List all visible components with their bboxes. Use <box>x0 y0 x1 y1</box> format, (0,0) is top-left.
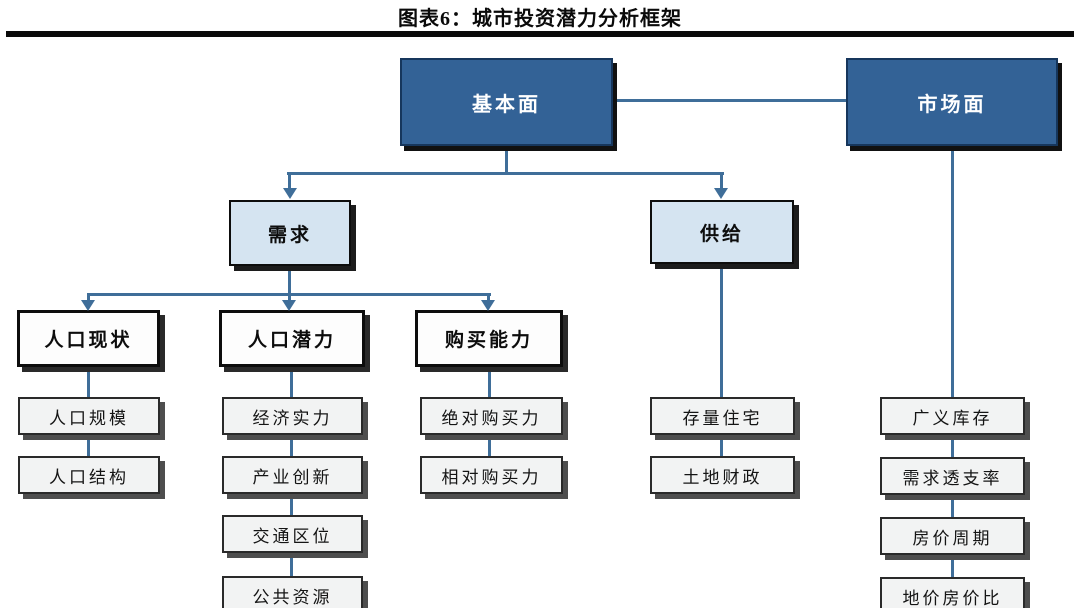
leaf-relative-purchasing-power: 相对购买力 <box>420 456 563 494</box>
node-purchasing-power: 购买能力 <box>415 310 563 367</box>
node-demand: 需求 <box>229 200 351 266</box>
connector-drop-supply <box>720 172 723 190</box>
chart-title: 图表6：城市投资潜力分析框架 <box>398 8 682 30</box>
connector-drop-demand <box>288 172 291 190</box>
connector-col-supply <box>720 264 723 478</box>
connector-fundamentals-stem <box>505 146 508 174</box>
leaf-public-resources: 公共资源 <box>222 576 363 608</box>
connector-demand-stem <box>288 264 291 295</box>
leaf-economic-strength: 经济实力 <box>222 397 363 435</box>
leaf-demand-overdraft-rate: 需求透支率 <box>880 457 1025 495</box>
title-divider <box>6 31 1074 37</box>
leaf-broad-inventory: 广义库存 <box>880 397 1025 435</box>
node-supply: 供给 <box>650 200 794 264</box>
leaf-land-finance: 土地财政 <box>650 456 795 494</box>
connector-col-market <box>951 146 954 608</box>
leaf-housing-stock: 存量住宅 <box>650 397 795 435</box>
leaf-absolute-purchasing-power: 绝对购买力 <box>420 397 563 435</box>
leaf-house-price-cycle: 房价周期 <box>880 517 1025 555</box>
node-fundamentals: 基本面 <box>400 58 613 146</box>
arrow-down-icon <box>714 188 728 199</box>
arrow-down-icon <box>81 300 95 311</box>
connector-drop-purchasing-power <box>487 293 490 303</box>
leaf-land-price-house-price-ratio: 地价房价比 <box>880 577 1025 608</box>
leaf-population-scale: 人口规模 <box>18 397 160 435</box>
connector-fundamentals-market <box>613 99 846 102</box>
connector-fundamentals-branch-bar <box>287 172 724 175</box>
connector-drop-population-potential <box>288 293 291 303</box>
node-population-status: 人口现状 <box>17 310 160 367</box>
node-market-side: 市场面 <box>846 58 1058 146</box>
leaf-industry-innovation: 产业创新 <box>222 456 363 494</box>
leaf-population-structure: 人口结构 <box>18 456 160 494</box>
arrow-down-icon <box>282 300 296 311</box>
node-population-potential: 人口潜力 <box>219 310 365 367</box>
connector-drop-population-status <box>87 293 90 303</box>
leaf-transport-location: 交通区位 <box>222 515 363 553</box>
arrow-down-icon <box>481 300 495 311</box>
arrow-down-icon <box>283 188 297 199</box>
